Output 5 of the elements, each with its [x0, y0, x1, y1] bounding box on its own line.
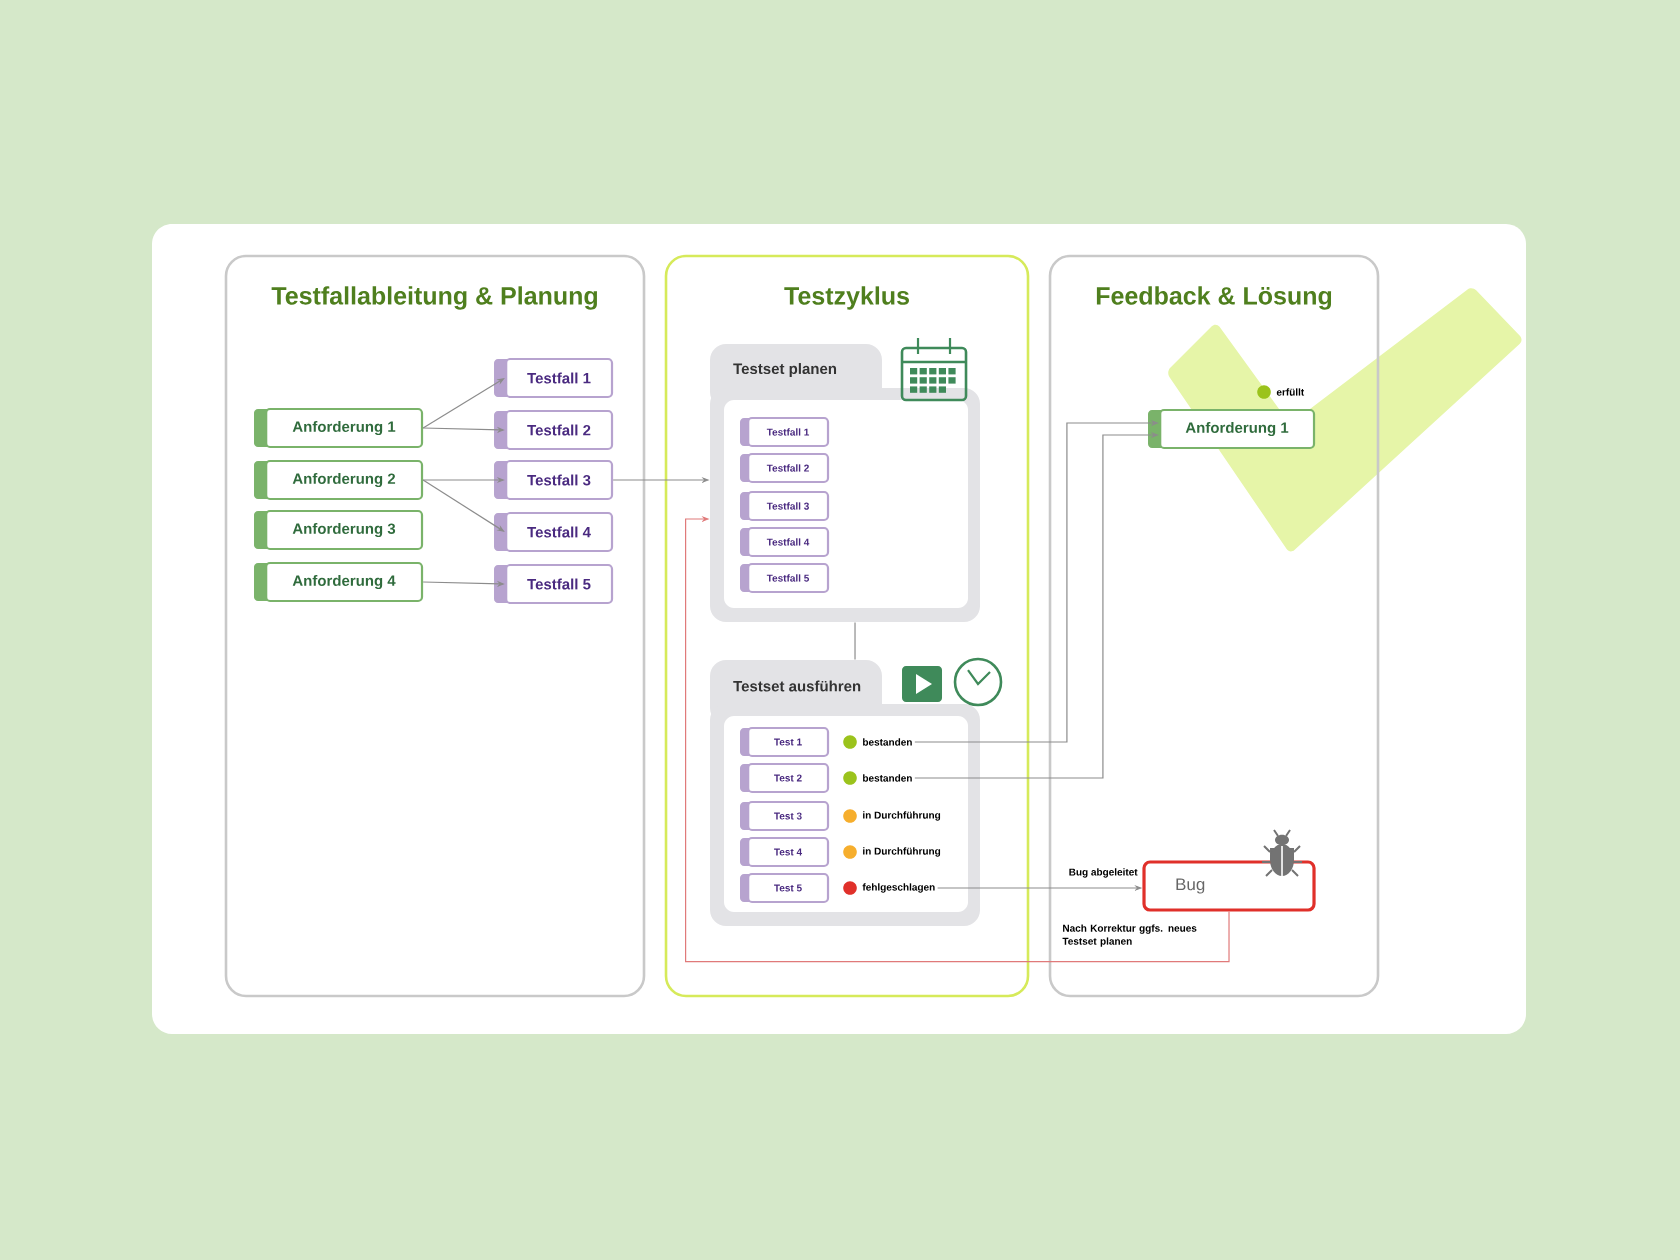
- connector: [685, 515, 1230, 963]
- bug-box: Bug: [1142, 860, 1316, 912]
- connector: [422, 479, 505, 532]
- connector: [854, 621, 856, 661]
- connector: [422, 378, 505, 429]
